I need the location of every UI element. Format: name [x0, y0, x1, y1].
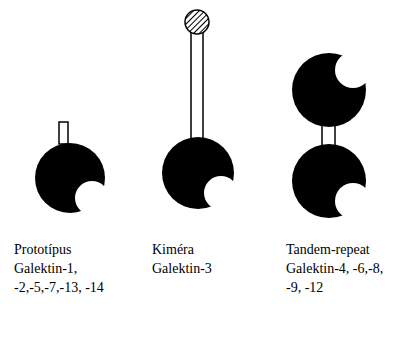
- type-label: Tandem-repeat: [286, 240, 370, 259]
- prototype-galectin: [35, 122, 109, 215]
- tandem-repeat-galectin: [292, 52, 371, 219]
- type-label: Galektin-1, -2,-5,-7,-13, -14: [14, 259, 104, 297]
- type-label: Prototípus: [14, 240, 72, 259]
- type-label: Kiméra: [152, 240, 194, 259]
- chimera-galectin: [162, 10, 238, 210]
- type-label: Galektin-3: [152, 259, 212, 278]
- type-label: Galektin-4, -6,-8, -9, -12: [286, 259, 390, 297]
